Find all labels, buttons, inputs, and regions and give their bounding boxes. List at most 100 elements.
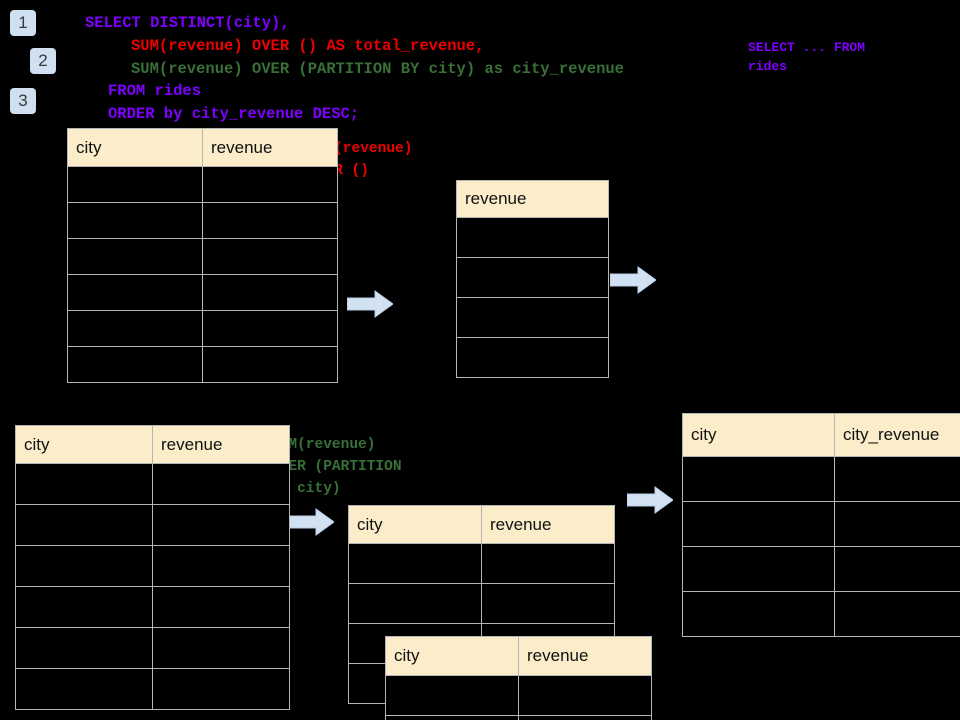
column-header-city_revenue: city_revenue (834, 413, 960, 457)
table-cell (682, 456, 835, 502)
table-header-row: revenue (456, 180, 609, 218)
column-header-city: city (348, 505, 482, 544)
table-cell (152, 586, 290, 628)
table-cell (67, 202, 203, 239)
column-header-city: city (385, 636, 519, 676)
table-row (682, 591, 960, 637)
table-row (67, 346, 338, 383)
table-cell (682, 546, 835, 592)
column-header-revenue: revenue (152, 425, 290, 464)
table-cell (152, 545, 290, 587)
table-row (15, 463, 290, 505)
table-cell (682, 501, 835, 547)
table-row (385, 715, 652, 720)
table-cell (348, 583, 482, 624)
table-cell (202, 310, 338, 347)
table-cell (152, 463, 290, 505)
table-cell (67, 310, 203, 347)
step-badge-2: 2 (30, 48, 56, 74)
table-cell (67, 166, 203, 203)
table-cell (456, 297, 609, 338)
table-cell (385, 675, 519, 716)
sql-sidenote: SELECT ... FROM rides (748, 40, 866, 74)
arrow-source-to-partition (288, 508, 334, 536)
table-cell (152, 504, 290, 546)
sql-line-1: SELECT DISTINCT(city), (85, 14, 290, 32)
table-cell (15, 504, 153, 546)
table-row (67, 202, 338, 239)
table-cell (152, 668, 290, 710)
table-row (67, 238, 338, 275)
table-row (15, 504, 290, 546)
table-cell (456, 257, 609, 298)
table-cell (15, 627, 153, 669)
table-row (15, 668, 290, 710)
table-row (682, 456, 960, 502)
table-cell (456, 217, 609, 258)
table-cell (481, 543, 615, 584)
table-row (456, 217, 609, 258)
table-cell (67, 346, 203, 383)
table-cell (15, 545, 153, 587)
table-row (15, 627, 290, 669)
table-row (385, 675, 652, 716)
table-row (67, 310, 338, 347)
column-header-revenue: revenue (456, 180, 609, 218)
column-header-revenue: revenue (202, 128, 338, 167)
table-cell (202, 238, 338, 275)
step-badge-1: 1 (10, 10, 36, 36)
arrow-total-to-result (610, 266, 656, 294)
table-cell (15, 586, 153, 628)
table-cell (834, 456, 960, 502)
table-cell (348, 543, 482, 584)
table-cell (385, 715, 519, 720)
table-cell (834, 546, 960, 592)
arrow-partition-to-result (627, 486, 673, 514)
table-cell (152, 627, 290, 669)
table-row (456, 337, 609, 378)
column-header-city: city (67, 128, 203, 167)
table-cell (456, 337, 609, 378)
table-row (67, 166, 338, 203)
column-header-city: city (15, 425, 153, 464)
table-row (456, 297, 609, 338)
table-cell (202, 346, 338, 383)
table-row (348, 583, 615, 624)
sql-line-3: SUM(revenue) OVER (PARTITION BY city) as… (131, 60, 624, 78)
column-header-revenue: revenue (481, 505, 615, 544)
table-row (67, 274, 338, 311)
table-row (682, 501, 960, 547)
arrow-source-to-total (347, 290, 393, 318)
city-revenue-annotation: SUM(revenue) OVER (PARTITION BY city) (271, 437, 402, 497)
table-cell (67, 274, 203, 311)
step-badge-3: 3 (10, 88, 36, 114)
table-row (348, 543, 615, 584)
table-cell (481, 583, 615, 624)
sql-line-5: ORDER by city_revenue DESC; (108, 105, 360, 123)
table-cell (202, 274, 338, 311)
table-row (682, 546, 960, 592)
table-cell (15, 463, 153, 505)
table-row (15, 586, 290, 628)
table-cell (67, 238, 203, 275)
total-revenue-table: revenue (456, 180, 609, 378)
table-cell (202, 202, 338, 239)
table-cell (202, 166, 338, 203)
table-cell (834, 501, 960, 547)
column-header-city: city (682, 413, 835, 457)
table-cell (15, 668, 153, 710)
table-cell (518, 715, 652, 720)
table-cell (518, 675, 652, 716)
table-cell (682, 591, 835, 637)
table-row (15, 545, 290, 587)
sql-line-2: SUM(revenue) OVER () AS total_revenue, (131, 37, 485, 55)
